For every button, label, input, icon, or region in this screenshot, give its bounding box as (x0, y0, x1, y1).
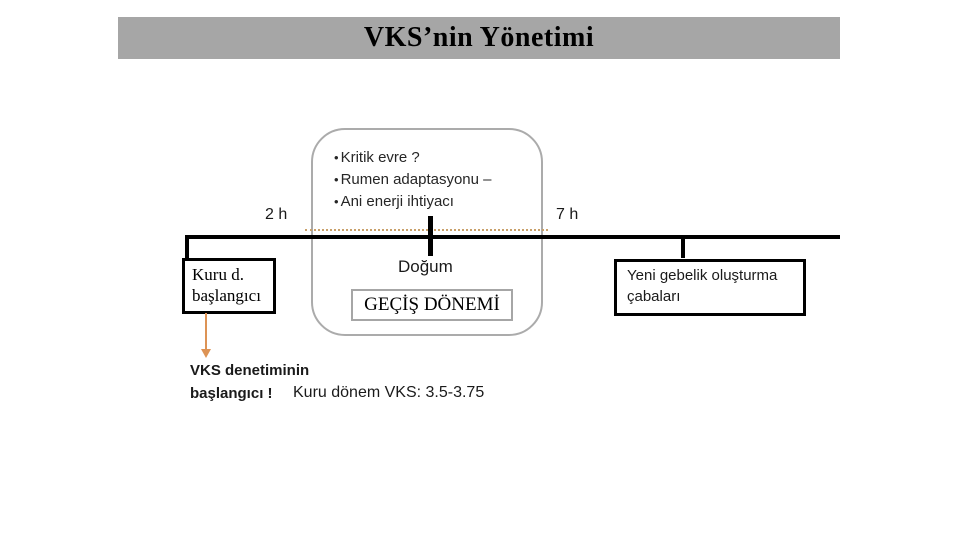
new-pregnancy-box: Yeni gebelik oluşturma çabaları (614, 259, 806, 316)
bullet-icon: • (334, 194, 339, 209)
timeline-tick-left (185, 236, 189, 258)
timeline-line (185, 235, 840, 239)
down-arrow (205, 313, 207, 350)
timeline-label-2h: 2 h (265, 206, 288, 223)
bullet-item: • Kritik evre ? (334, 147, 534, 169)
bullet-text: Rumen adaptasyonu – (340, 171, 492, 188)
bullet-icon: • (334, 172, 339, 187)
transition-period-box: GEÇİŞ DÖNEMİ (351, 289, 513, 321)
vks-control-note: VKS denetiminin başlangıcı ! (190, 359, 309, 405)
bullet-item: • Ani enerji ihtiyacı (334, 191, 534, 213)
dry-start-line1: Kuru d. (192, 265, 244, 284)
down-arrow-head-icon (201, 349, 211, 358)
title-bar: VKS’nin Yönetimi (118, 17, 840, 59)
vks-control-note-line2: başlangıcı ! (190, 385, 273, 402)
dry-period-vks-note: Kuru dönem VKS: 3.5-3.75 (293, 384, 485, 401)
new-pregnancy-line2: çabaları (627, 288, 681, 305)
dry-period-start-box: Kuru d. başlangıcı (182, 258, 276, 314)
bullet-icon: • (334, 150, 339, 165)
transition-period-label: GEÇİŞ DÖNEMİ (364, 294, 500, 315)
dry-start-line2: başlangıcı (192, 286, 261, 305)
bullet-item: • Rumen adaptasyonu – (334, 169, 534, 191)
bullet-text: Kritik evre ? (340, 149, 420, 166)
vks-control-note-line1: VKS denetiminin (190, 362, 310, 379)
timeline-label-7h: 7 h (556, 206, 579, 223)
new-pregnancy-line1: Yeni gebelik oluşturma (627, 267, 778, 284)
birth-label: Doğum (398, 257, 453, 276)
dotted-accent-line (305, 229, 548, 231)
timeline-tick-birth (428, 216, 433, 256)
page-title: VKS’nin Yönetimi (363, 22, 595, 53)
bullet-text: Ani enerji ihtiyacı (340, 193, 454, 210)
critical-phase-callout-shape (311, 128, 543, 336)
critical-phase-bullet-list: • Kritik evre ? • Rumen adaptasyonu – • … (334, 147, 534, 213)
timeline-tick-right (681, 236, 685, 258)
